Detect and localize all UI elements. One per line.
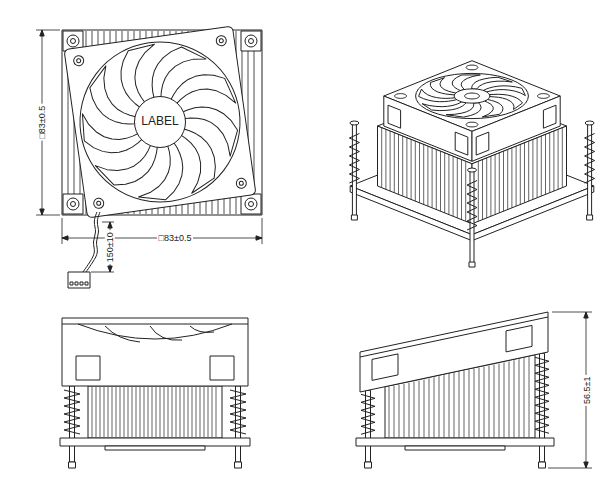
- dimension-text: □83±0.5: [37, 104, 47, 141]
- dimension-text: 56.5±1: [581, 374, 591, 405]
- dimension-lines: [36, 30, 262, 272]
- heatsink-isometric-view: [349, 61, 594, 267]
- fan-top: [64, 26, 256, 218]
- heatsink-top-view: [62, 26, 262, 218]
- dimension-text: □83±0.5: [157, 233, 194, 243]
- heatsink-front-view: [60, 318, 250, 468]
- height-dimension: [548, 312, 592, 468]
- fan-cable: [68, 212, 100, 288]
- label-text: LABEL: [141, 115, 178, 128]
- heatsink-side-view: [356, 312, 554, 468]
- fan-hub-label: LABEL: [134, 96, 186, 148]
- dimension-text: 150±10: [105, 230, 115, 264]
